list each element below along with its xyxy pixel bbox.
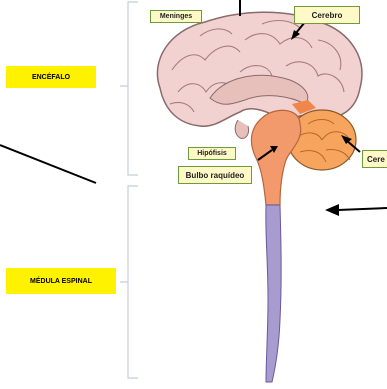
- bulbo-raquideo-tag: Bulbo raquídeo: [178, 166, 252, 184]
- cerebrum-shape: [157, 12, 361, 126]
- encefalo-label: ENCÉFALO: [6, 66, 96, 88]
- meninges-tag: Meninges: [150, 10, 202, 23]
- hipofisis-tag: Hipófisis: [188, 147, 236, 160]
- medula-espinal-label: MÉDULA ESPINAL: [6, 268, 116, 294]
- medula-bracket: [120, 186, 138, 378]
- left-pointer-line: [0, 145, 96, 183]
- encefalo-bracket: [120, 2, 138, 175]
- medula-arrow: [325, 204, 387, 216]
- cerebro-tag: Cerebro: [294, 6, 360, 24]
- brainstem-shape: [251, 110, 300, 205]
- hipofisis-shape: [235, 120, 248, 138]
- cerebelo-tag: Cere: [362, 150, 387, 168]
- spinal-cord: [266, 205, 281, 382]
